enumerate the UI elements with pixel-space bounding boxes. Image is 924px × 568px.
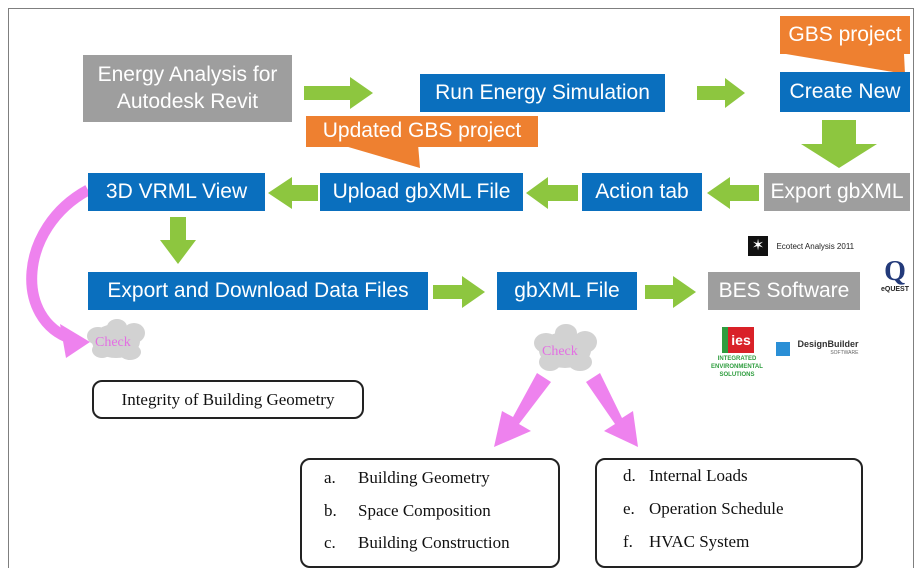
- ies-logo: ies INTEGRATED ENVIRONMENTAL SOLUTIONS: [706, 325, 768, 379]
- check-list-right: d.Internal Loads e.Operation Schedule f.…: [595, 458, 863, 568]
- curved-arrow-left: [26, 185, 91, 345]
- designbuilder-logo: DesignBuilder SOFTWARE: [776, 340, 858, 358]
- ies-icon: ies: [718, 325, 756, 355]
- list-item-c: c.Building Construction: [324, 533, 510, 552]
- figure-frame: [8, 8, 914, 568]
- check-mid-label: Check: [542, 344, 578, 359]
- 3d-vrml-view-box: 3D VRML View: [88, 173, 265, 211]
- arrow-right-export: [433, 276, 485, 308]
- ecotect-icon: ✶: [748, 236, 768, 256]
- energy-analysis-box: Energy Analysis for Autodesk Revit: [83, 55, 292, 122]
- export-download-box: Export and Download Data Files: [88, 272, 428, 310]
- gbxml-file-box: gbXML File: [497, 272, 637, 310]
- check-left-label: Check: [95, 335, 131, 350]
- create-new-box: Create New: [780, 72, 910, 112]
- arrow-right-2: [697, 78, 745, 108]
- action-tab-box: Action tab: [582, 173, 702, 211]
- integrity-box: Integrity of Building Geometry: [92, 380, 364, 419]
- gbs-project-callout: GBS project: [780, 16, 910, 54]
- export-gbxml-box: Export gbXML: [764, 173, 910, 211]
- equest-icon: Q: [884, 256, 906, 287]
- arrow-left-upload: [268, 177, 318, 209]
- list-item-e: e.Operation Schedule: [623, 499, 784, 518]
- list-item-f: f.HVAC System: [623, 532, 750, 551]
- equest-logo: Q eQUEST: [878, 256, 912, 294]
- run-energy-simulation-box: Run Energy Simulation: [420, 74, 665, 112]
- arrow-down-left: [494, 373, 551, 447]
- arrow-left-action: [526, 177, 578, 209]
- list-item-a: a.Building Geometry: [324, 468, 490, 487]
- updated-gbs-callout: Updated GBS project: [306, 116, 538, 147]
- arrow-right-gbxml: [645, 276, 696, 308]
- arrow-right-1: [304, 77, 373, 109]
- list-item-b: b.Space Composition: [324, 501, 491, 520]
- designbuilder-icon: [776, 342, 790, 356]
- arrow-down-right: [586, 373, 638, 447]
- arrow-left-export: [707, 177, 759, 209]
- upload-gbxml-box: Upload gbXML File: [320, 173, 523, 211]
- arrow-down-create: [801, 120, 877, 168]
- arrow-down-vrml: [160, 217, 196, 264]
- ecotect-logo: ✶ Ecotect Analysis 2011: [748, 236, 854, 256]
- bes-software-box: BES Software: [708, 272, 860, 310]
- list-item-d: d.Internal Loads: [623, 466, 748, 485]
- check-list-left: a.Building Geometry b.Space Composition …: [300, 458, 560, 568]
